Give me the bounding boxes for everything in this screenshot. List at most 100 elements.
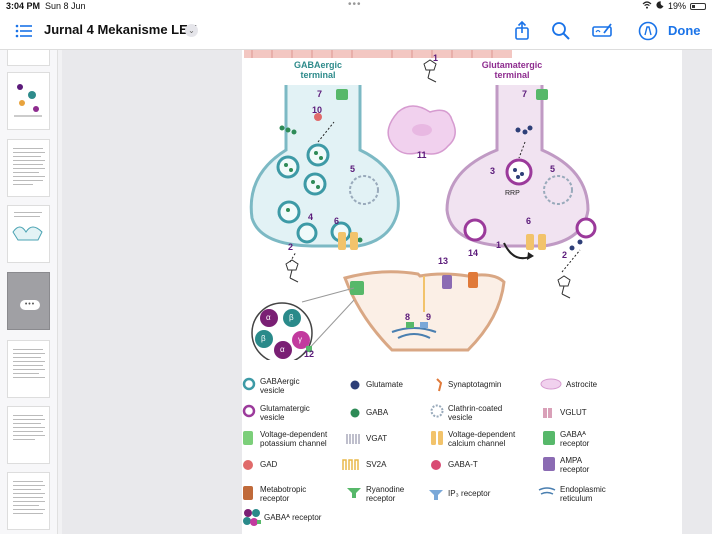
number-label: 6 bbox=[526, 216, 532, 226]
document-view[interactable]: GABAergic terminal Glutamatergic termina… bbox=[62, 50, 712, 534]
pencil-circle-icon[interactable] bbox=[636, 19, 660, 43]
endoplasmic-reticulum-icon bbox=[538, 486, 556, 500]
document-page: GABAergic terminal Glutamatergic termina… bbox=[242, 50, 682, 534]
number-label: 11 bbox=[417, 150, 427, 160]
page-thumbnail[interactable] bbox=[7, 72, 50, 130]
legend-item: GABAergic vesicle bbox=[242, 377, 300, 395]
number-label: 2 bbox=[562, 250, 568, 260]
number-label: 1 bbox=[433, 53, 439, 63]
status-bar: 3:04 PM Sun 8 Jun ••• 19% bbox=[0, 0, 712, 12]
number-label: 9 bbox=[426, 312, 432, 322]
done-button[interactable]: Done bbox=[668, 23, 701, 38]
legend-item: VGAT bbox=[346, 434, 387, 444]
subunit-beta-1: β bbox=[289, 313, 294, 322]
legend-item: Ryanodine receptor bbox=[347, 485, 404, 503]
battery-percent: 19% bbox=[667, 1, 686, 11]
legend-item: Metabotropic receptor bbox=[243, 485, 306, 503]
synaptotagmin-icon bbox=[434, 378, 444, 394]
vglut-icon bbox=[542, 406, 556, 422]
sv2a-icon bbox=[342, 458, 362, 474]
page-thumbnail[interactable] bbox=[7, 406, 50, 464]
page-thumbnail[interactable] bbox=[7, 205, 50, 263]
gaba-t-icon bbox=[430, 459, 442, 473]
list-icon[interactable] bbox=[12, 19, 36, 43]
number-label: 1 bbox=[496, 240, 502, 250]
toolbar: Jurnal 4 Mekanisme LEV ⌄ Done bbox=[0, 12, 712, 50]
ampa-receptor-icon bbox=[542, 456, 556, 474]
legend-item: GABA-T bbox=[431, 460, 478, 470]
moon-icon bbox=[656, 0, 664, 12]
number-label: 4 bbox=[308, 212, 314, 222]
number-label: 12 bbox=[304, 349, 315, 359]
battery-icon bbox=[690, 2, 706, 10]
legend-item: GABAᴬ receptor bbox=[243, 509, 321, 526]
page-thumbnail[interactable] bbox=[7, 472, 50, 530]
gaba-a-cluster-icon bbox=[242, 507, 262, 529]
legend-item: IP₃ receptor bbox=[429, 489, 490, 500]
wifi-icon bbox=[642, 0, 652, 12]
page-thumbnail[interactable] bbox=[7, 139, 50, 197]
gabaergic-terminal-label: GABAergic terminal bbox=[293, 60, 342, 80]
number-label: 8 bbox=[405, 312, 411, 322]
legend-item: GABA bbox=[350, 408, 388, 418]
number-label: 6 bbox=[334, 216, 340, 226]
number-label: 7 bbox=[522, 89, 528, 99]
ip3-receptor-icon bbox=[428, 487, 444, 503]
gaba-a-receptor-icon bbox=[542, 430, 556, 448]
metabotropic-receptor-icon bbox=[242, 485, 254, 503]
subunit-gamma: γ bbox=[298, 335, 302, 344]
chevron-down-icon[interactable]: ⌄ bbox=[185, 24, 198, 37]
ryanodine-receptor-icon bbox=[346, 485, 362, 501]
subunit-alpha-2: α bbox=[280, 345, 285, 354]
astrocyte-icon bbox=[540, 378, 562, 392]
share-icon[interactable] bbox=[510, 19, 534, 43]
legend-item: Astrocite bbox=[540, 378, 597, 390]
number-label: 2 bbox=[288, 242, 294, 252]
calcium-channel-icon bbox=[430, 430, 444, 448]
page-thumbnail-selected[interactable]: ••• bbox=[7, 272, 50, 330]
number-label: 7 bbox=[317, 89, 323, 99]
green-dot-icon bbox=[350, 408, 360, 420]
mechanism-figure bbox=[244, 50, 597, 360]
legend-item: Synaptotagmin bbox=[436, 378, 501, 392]
legend-item: SV2A bbox=[342, 459, 386, 470]
number-label: 5 bbox=[350, 164, 356, 174]
page-thumbnail[interactable] bbox=[7, 50, 50, 66]
legend-item: Glutamate bbox=[350, 380, 403, 390]
number-label: 5 bbox=[550, 164, 556, 174]
page-thumbnail[interactable] bbox=[7, 340, 50, 398]
teal-ring-icon bbox=[242, 377, 256, 393]
more-icon[interactable]: ••• bbox=[20, 300, 40, 310]
gad-icon bbox=[242, 459, 254, 473]
number-label: 14 bbox=[468, 248, 479, 258]
purple-ring-icon bbox=[242, 404, 256, 420]
legend-item: Glutamatergic vesicle bbox=[242, 404, 310, 422]
markup-icon[interactable] bbox=[590, 19, 614, 43]
clathrin-icon bbox=[430, 404, 444, 420]
multitasking-dots[interactable]: ••• bbox=[348, 0, 362, 10]
legend-item: Voltage-dependent calcium channel bbox=[431, 430, 515, 448]
legend-item: GAD bbox=[243, 460, 277, 470]
legend-item: AMPA receptor bbox=[543, 456, 589, 474]
legend-item: Clathrin-coated vesicle bbox=[430, 404, 502, 422]
number-label: 3 bbox=[490, 166, 496, 176]
subunit-beta-2: β bbox=[261, 334, 266, 343]
status-time: 3:04 PM bbox=[6, 1, 41, 11]
legend-item: GABAᴬ receptor bbox=[543, 430, 589, 448]
subunit-alpha-1: α bbox=[266, 313, 271, 322]
glutamatergic-terminal-label: Glutamatergic terminal bbox=[481, 60, 543, 80]
potassium-channel-icon bbox=[242, 430, 254, 448]
chloride-label: Cl⁻ bbox=[275, 328, 287, 337]
search-icon[interactable] bbox=[549, 19, 573, 43]
navy-dot-icon bbox=[350, 380, 360, 392]
legend-item: Endoplasmic reticulum bbox=[538, 485, 606, 503]
number-label: 10 bbox=[312, 105, 323, 115]
document-title[interactable]: Jurnal 4 Mekanisme LEV bbox=[44, 22, 197, 37]
thumbnail-sidebar: ••• bbox=[0, 50, 58, 534]
number-label: 13 bbox=[438, 256, 449, 266]
rrp-label: RRP bbox=[505, 190, 520, 197]
vgat-icon bbox=[346, 432, 362, 448]
status-date: Sun 8 Jun bbox=[45, 1, 86, 11]
legend-item: VGLUT bbox=[543, 408, 587, 418]
legend-item: Voltage-dependent potassium channel bbox=[243, 430, 327, 448]
